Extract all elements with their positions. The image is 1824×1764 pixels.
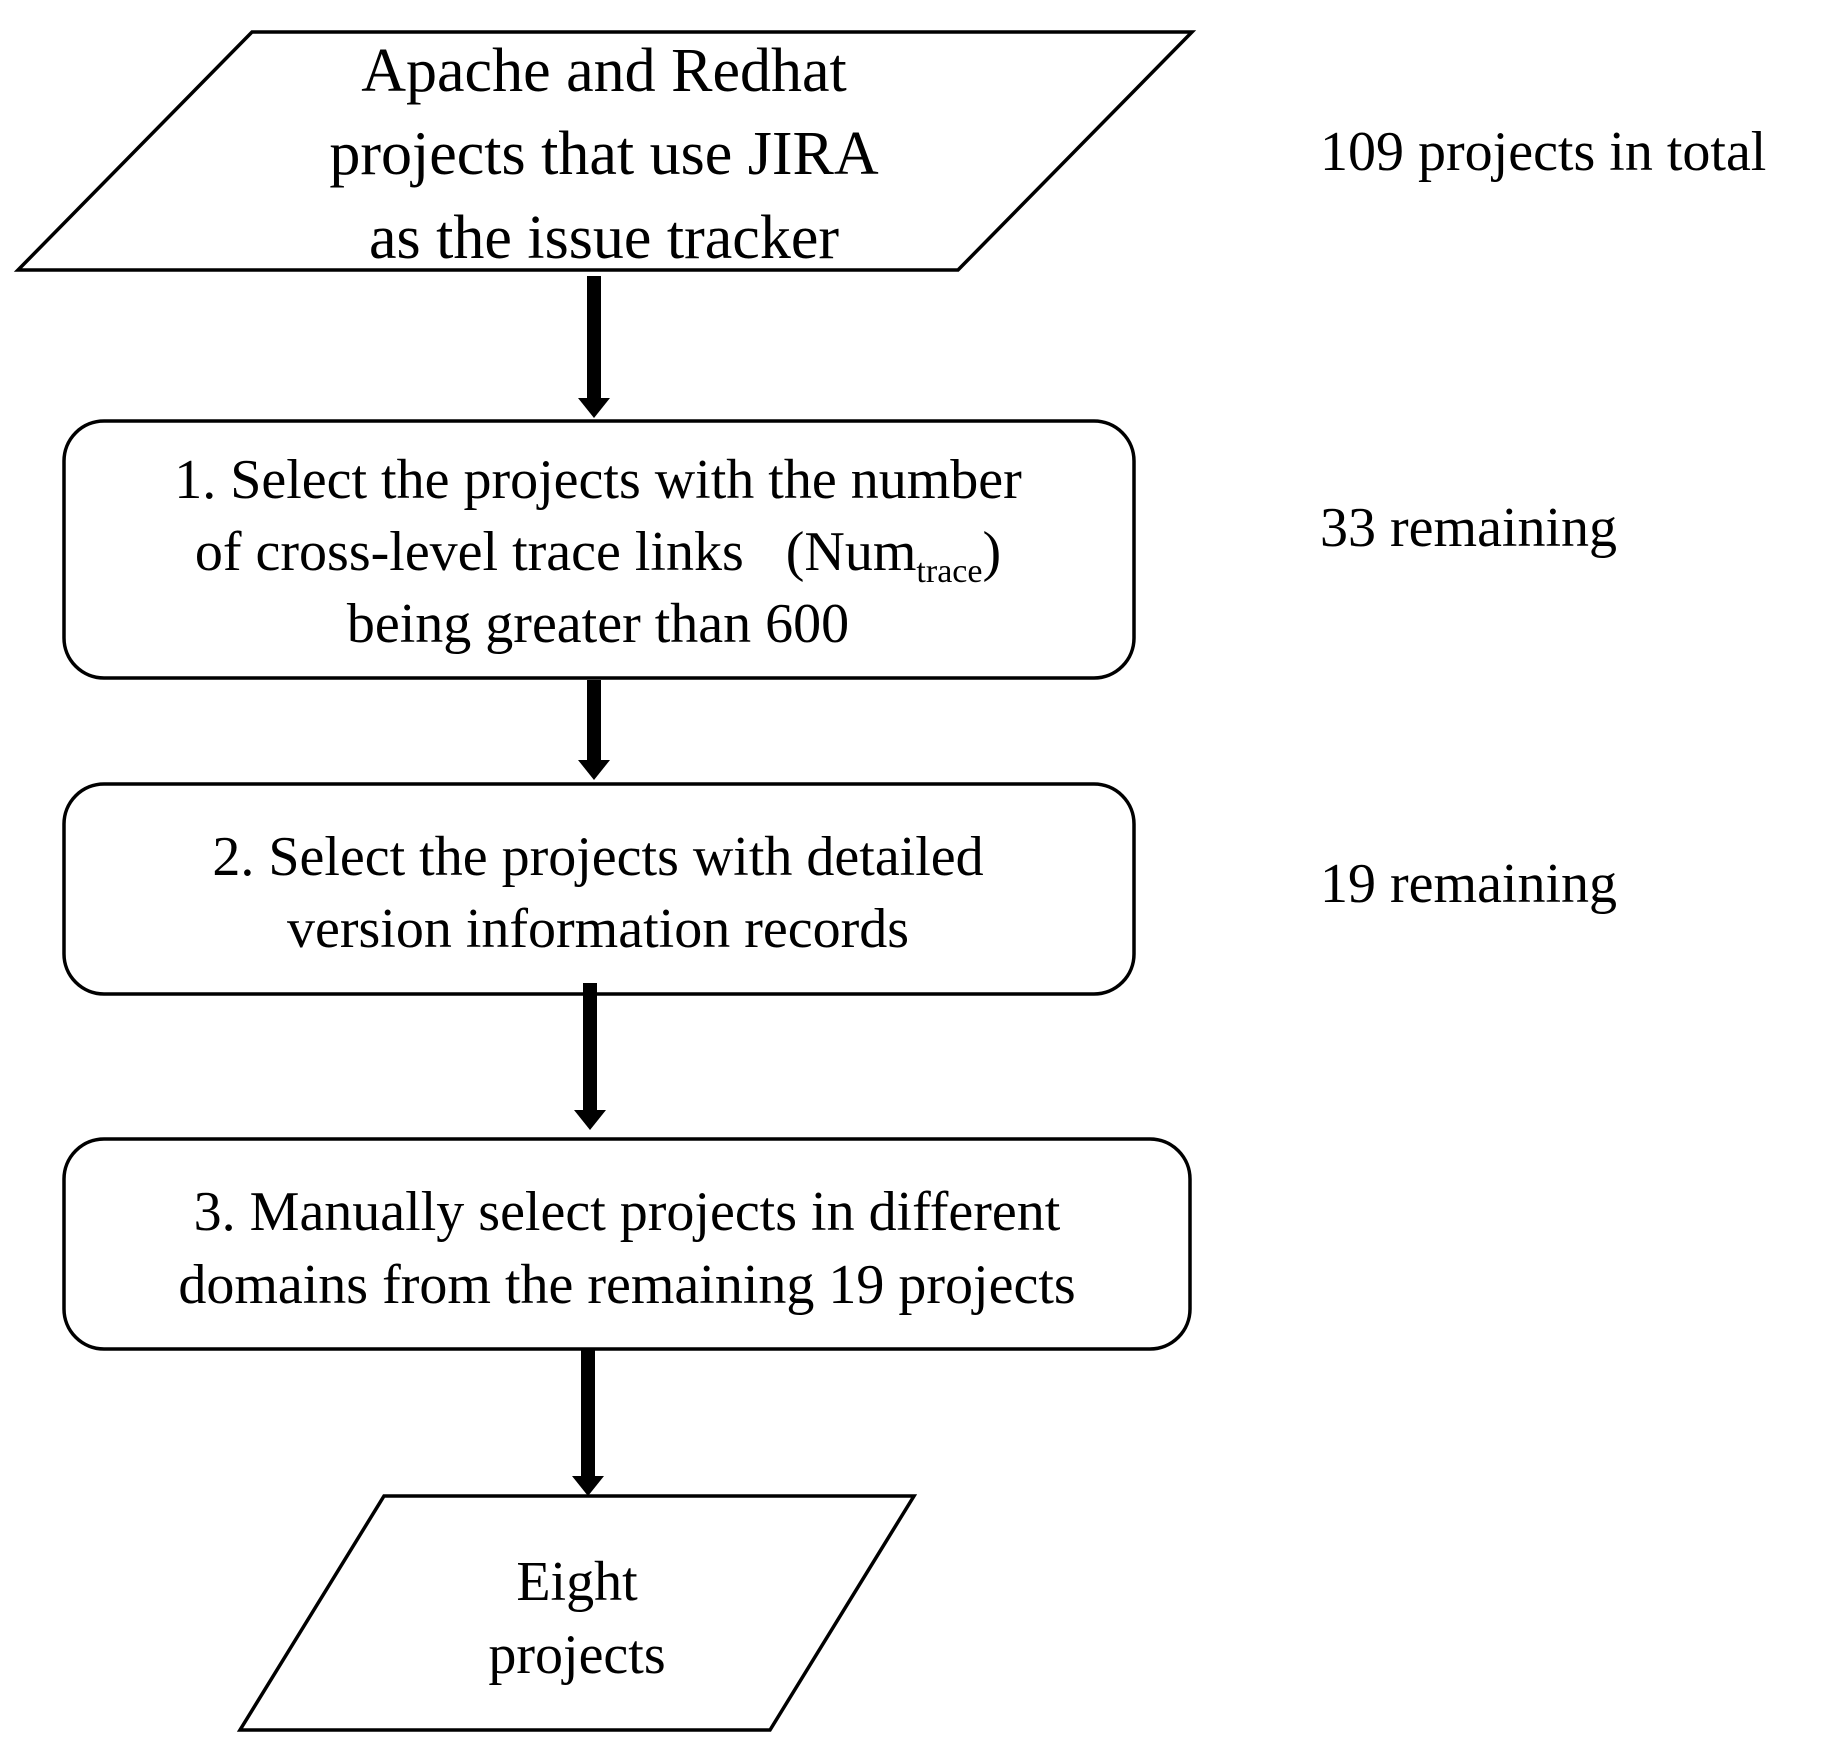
input-line-1: Apache and Redhat [361,37,846,105]
output-line-1: Eight [516,1551,638,1613]
arrow-step2-to-step3 [574,983,606,1130]
arrow-head [574,1110,606,1130]
step1-line-1: 1. Select the projects with the number [174,449,1022,511]
arrow-head [578,760,610,780]
input-node: Apache and Redhat projects that use JIRA… [13,30,1197,272]
step2-line-1: 2. Select the projects with detailed [212,826,983,888]
step2-box [62,782,1136,996]
output-line-2: projects [488,1624,665,1686]
step3-box [62,1137,1192,1351]
step1-line-2-main: of cross-level trace links (Num [195,521,917,583]
step1-box [62,419,1136,680]
step3-line-2: domains from the remaining 19 projects [178,1254,1075,1316]
annotation-total: 109 projects in total [1320,121,1766,183]
arrow-input-to-step1 [578,276,610,418]
arrow-head [572,1476,604,1496]
output-node: Eight projects [236,1494,918,1732]
arrow-head [578,398,610,418]
step3-node: 3. Manually select projects in different… [62,1137,1192,1351]
input-parallelogram [13,30,1197,272]
step2-line-2: version information records [287,898,909,960]
step1-line-2-close: ) [982,521,1001,583]
input-line-3: as the issue tracker [369,204,839,272]
arrow-step1-to-step2 [578,680,610,780]
output-parallelogram [236,1494,918,1732]
step1-node: 1. Select the projects with the number o… [62,419,1136,680]
step3-line-1: 3. Manually select projects in different [194,1181,1061,1243]
annotation-after-step1: 33 remaining [1320,497,1617,559]
input-line-2: projects that use JIRA [329,120,879,188]
step1-line-2: of cross-level trace links (Numtrace) [195,521,1001,590]
step2-node: 2. Select the projects with detailed ver… [62,782,1136,996]
step1-subscript-trace: trace [916,553,982,590]
step1-line-3: being greater than 600 [347,593,849,655]
arrow-step3-to-output [572,1350,604,1496]
annotation-after-step2: 19 remaining [1320,853,1617,915]
